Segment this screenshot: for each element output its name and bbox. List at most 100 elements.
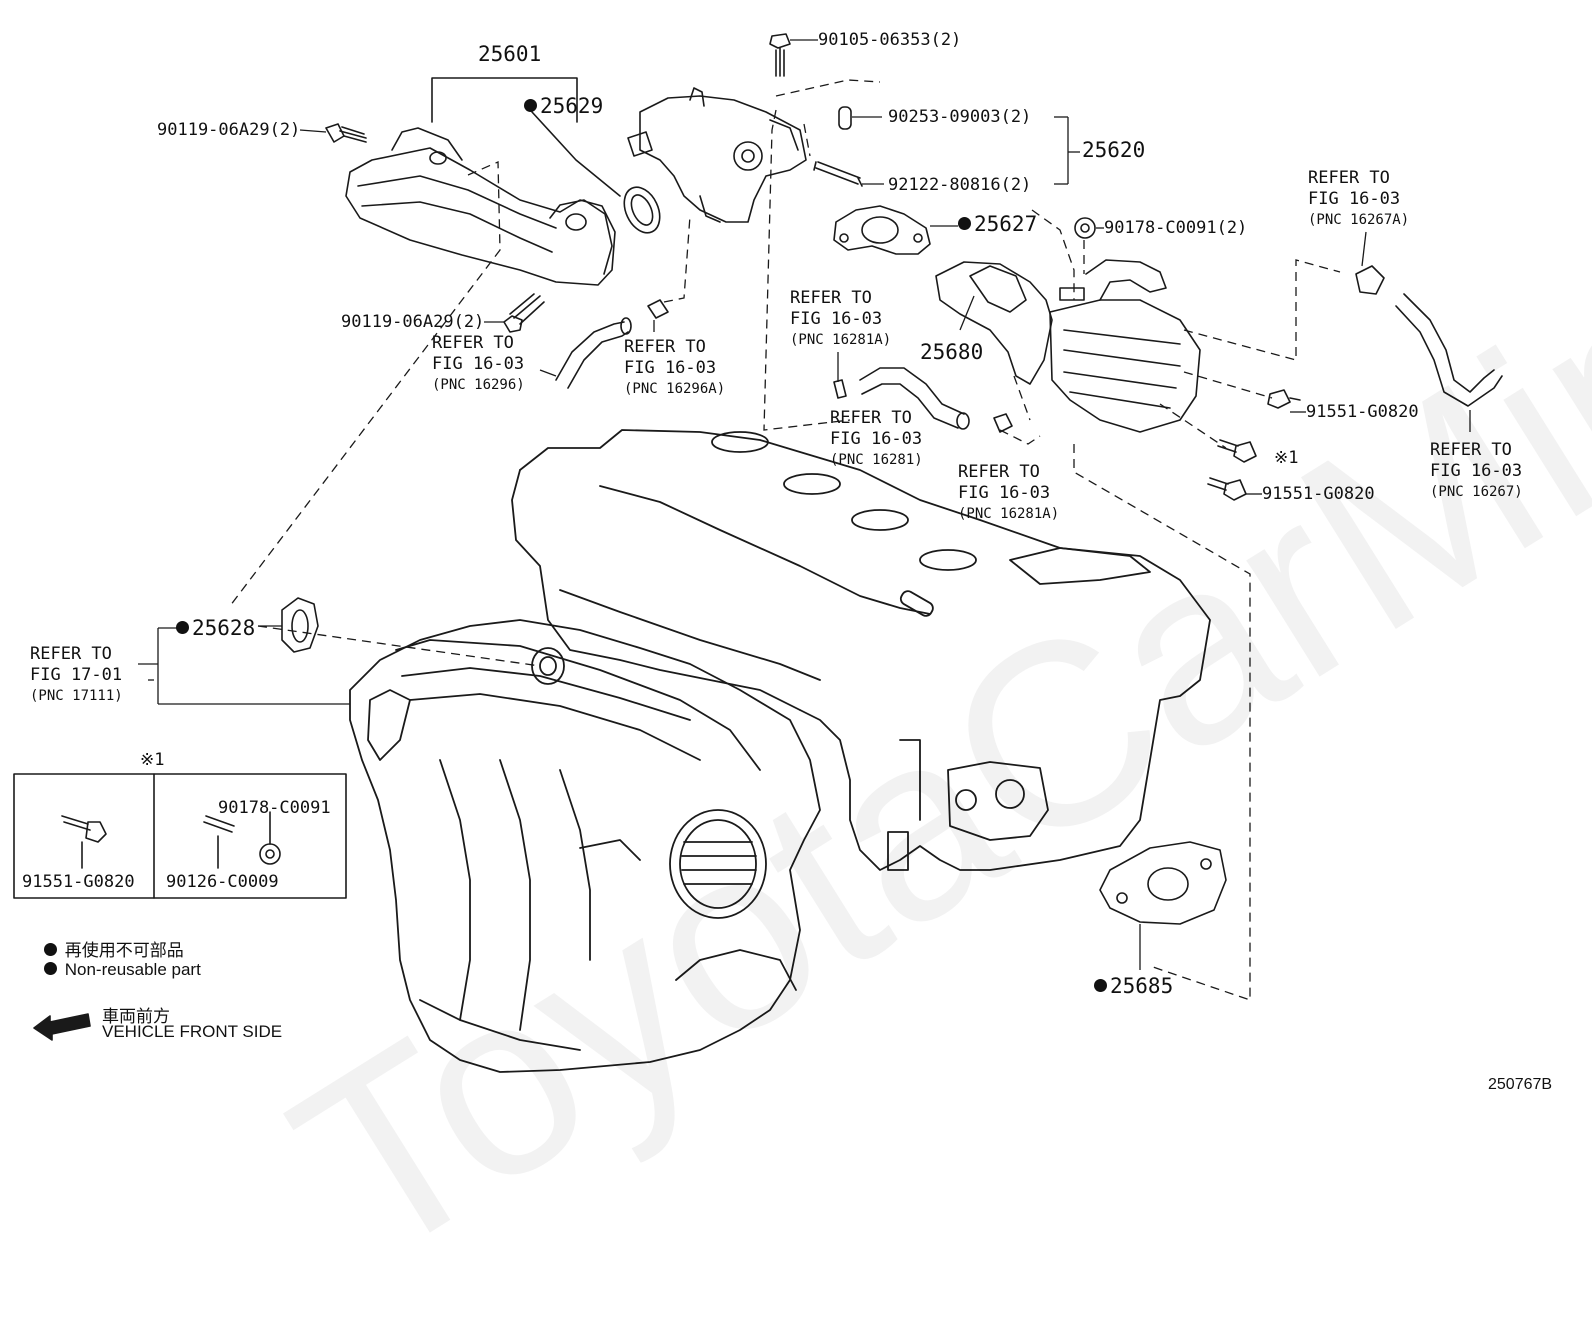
non-reusable-dot-icon [958,216,971,230]
ref-16281a-upper[interactable]: REFER TO FIG 16-03 (PNC 16281A) [790,288,892,348]
front-arrow [33,1013,91,1041]
ref-line1: REFER TO [624,337,706,357]
legend-en: Non-reusable part [44,960,201,980]
label-25627-text: 25627 [974,212,1038,236]
ref-line3: (PNC 16267A) [1308,212,1410,228]
label-25685-text: 25685 [1110,974,1174,998]
hose-16296 [555,317,632,389]
label-25629[interactable]: 25629 [524,96,603,117]
ref-line2: FIG 16-03 [1308,189,1401,209]
bolt-90119-upper [325,123,367,143]
ref-16281[interactable]: REFER TO FIG 16-03 (PNC 16281) [830,408,923,468]
label-25629-text: 25629 [540,94,604,118]
label-25628-text: 25628 [192,616,256,640]
nut-90178 [1074,217,1096,239]
ref-line1: REFER TO [958,462,1040,482]
bolt-note1 [1217,439,1257,463]
hose-16267 [1395,293,1503,407]
label-90178[interactable]: 90178-C0091(2) [1104,218,1248,238]
gasket-25685 [1099,841,1227,925]
inset-stud [203,815,235,869]
ref-line1: REFER TO [790,288,872,308]
label-25627[interactable]: 25627 [958,214,1037,235]
label-25680[interactable]: 25680 [920,340,984,364]
ref-line1: REFER TO [1308,168,1390,188]
ref-16267a[interactable]: REFER TO FIG 16-03 (PNC 16267A) [1308,168,1410,228]
label-92122[interactable]: 92122-80816(2) [888,175,1032,195]
label-25620[interactable]: 25620 [1082,138,1146,162]
bolt-90119-lower [503,293,545,333]
label-25628[interactable]: 25628 [176,618,255,639]
gasket-25628 [281,597,319,653]
label-90119-upper[interactable]: 90119-06A29(2) [157,120,301,140]
clamp-16296a [647,299,669,319]
inset-label-91551[interactable]: 91551-G0820 [22,872,135,892]
engine-block [511,429,1211,871]
clip-16281a-upper [833,379,847,399]
ref-16296[interactable]: REFER TO FIG 16-03 (PNC 16296) [432,333,525,393]
label-25685[interactable]: 25685 [1094,976,1173,997]
pin-90253 [838,106,852,130]
legend-jp: 再使用不可部品 [44,936,184,961]
ref-line3: (PNC 17111) [30,688,123,704]
ref-line2: FIG 17-01 [30,665,123,685]
ref-line3: (PNC 16281A) [790,332,892,348]
ref-line1: REFER TO [432,333,514,353]
direction-jp: 車両前方 [102,1007,170,1026]
label-25601[interactable]: 25601 [478,42,542,66]
ref-line2: FIG 16-03 [624,358,717,378]
ref-line3: (PNC 16281) [830,452,923,468]
ref-line3: (PNC 16296A) [624,381,726,397]
non-reusable-dot-icon [524,98,537,112]
intake-manifold [349,619,821,1073]
inset-nut [259,811,281,865]
ref-line3: (PNC 16296) [432,377,525,393]
direction-en: VEHICLE FRONT SIDE [102,1022,283,1041]
exploded-parts-diagram [13,33,1503,1073]
ref-line1: REFER TO [830,408,912,428]
ref-line1: REFER TO [30,644,112,664]
ref-line2: FIG 16-03 [790,309,883,329]
ref-16281a-lower[interactable]: REFER TO FIG 16-03 (PNC 16281A) [958,462,1060,522]
non-reusable-dot-icon [44,962,57,976]
ref-16267[interactable]: REFER TO FIG 16-03 (PNC 16267) [1430,440,1523,500]
gasket-25629 [623,186,661,234]
inset-box [13,773,347,899]
label-note-mark: ※1 [1274,448,1299,468]
ref-line2: FIG 16-03 [830,429,923,449]
non-reusable-dot-icon [1094,978,1107,992]
legend-jp-text: 再使用不可部品 [64,941,184,960]
ref-line2: FIG 16-03 [1430,461,1523,481]
bolt-91551-upper [1267,389,1301,409]
ref-line3: (PNC 16267) [1430,484,1523,500]
clip-16281a-lower [993,413,1013,433]
inset-bolt [61,815,107,869]
egr-pipe-25601 [345,127,616,286]
label-90105[interactable]: 90105-06353(2) [818,30,962,50]
label-91551-upper[interactable]: 91551-G0820 [1306,402,1419,422]
label-91551-lower[interactable]: 91551-G0820 [1262,484,1375,504]
bolt-91551-lower [1207,477,1247,501]
gasket-25627 [833,205,931,255]
leader-25601 [431,77,578,123]
ref-17111[interactable]: REFER TO FIG 17-01 (PNC 17111) [30,644,123,704]
clip-16267a [1355,265,1385,295]
non-reusable-dot-icon [176,620,189,634]
ref-16296a[interactable]: REFER TO FIG 16-03 (PNC 16296A) [624,337,726,397]
hose-16281 [859,367,970,430]
ref-line1: REFER TO [1430,440,1512,460]
label-90253[interactable]: 90253-09003(2) [888,107,1032,127]
ref-line2: FIG 16-03 [958,483,1051,503]
inset-label-90178[interactable]: 90178-C0091 [218,798,331,818]
figure-code: 250767B [1488,1076,1553,1093]
label-90119-lower[interactable]: 90119-06A29(2) [341,312,485,332]
stud-92122 [813,161,863,187]
inset-mark: ※1 [140,750,165,770]
ref-line3: (PNC 16281A) [958,506,1060,522]
inset-label-90126[interactable]: 90126-C0009 [166,872,279,892]
ref-line2: FIG 16-03 [432,354,525,374]
non-reusable-dot-icon [44,943,57,957]
legend-en-text: Non-reusable part [64,960,201,979]
egr-valve-25620 [627,87,807,223]
bolt-90105 [769,33,791,77]
